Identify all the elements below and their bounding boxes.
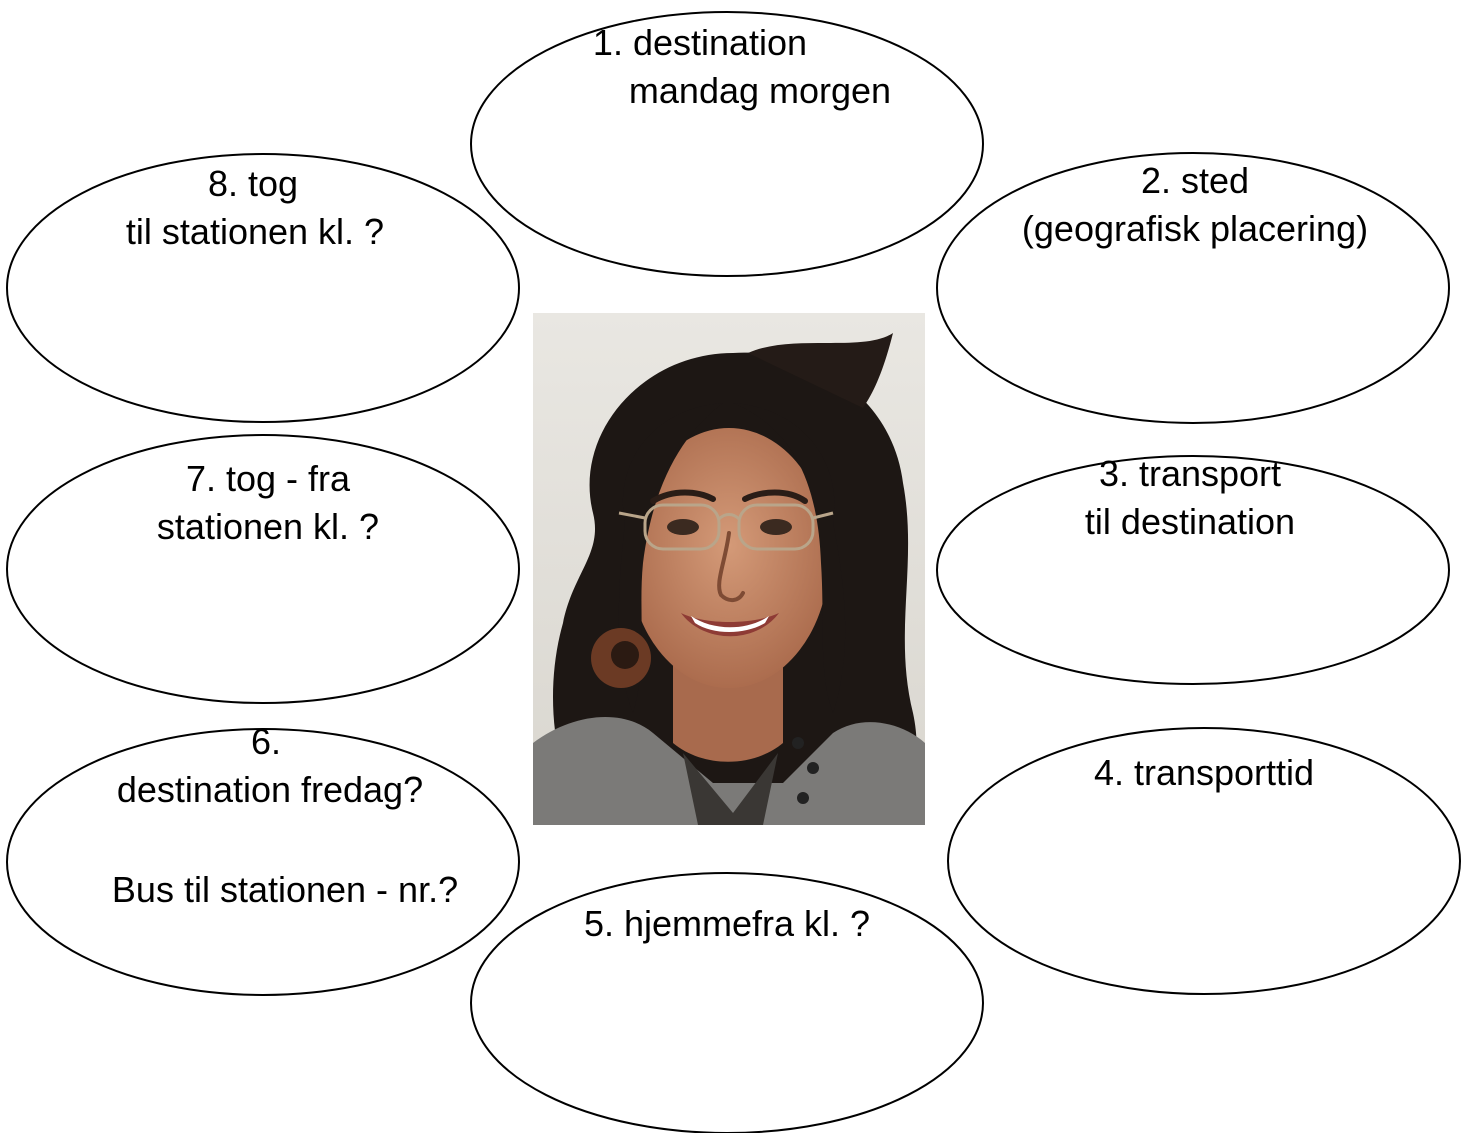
bubble-7-line-1: 7. tog - fra: [185, 458, 351, 499]
bubble-7-ellipse: [6, 434, 520, 704]
bubble-6-label: 6. destination fredag? Bus til stationen…: [60, 718, 480, 914]
bubble-6-ellipse: [6, 728, 520, 996]
bubble-6-line-1: 6.: [250, 721, 282, 762]
bubble-5-line-1: 5. hjemmefra kl. ?: [583, 903, 871, 944]
bubble-8-line-2: til stationen kl. ?: [125, 211, 385, 252]
bubble-3-label: 3. transport til destination: [1040, 450, 1340, 546]
bubble-5-ellipse: [470, 872, 984, 1133]
bubble-2-label: 2. sted (geografisk placering): [990, 157, 1400, 253]
bubble-1-line-1: 1. destination: [592, 22, 808, 63]
bubble-4-ellipse: [947, 727, 1461, 995]
bubble-3-line-1: 3. transport: [1098, 453, 1282, 494]
bubble-1-ellipse: [470, 11, 984, 277]
bubble-4-line-1: 4. transporttid: [1093, 752, 1315, 793]
bubble-5-label: 5. hjemmefra kl. ?: [567, 900, 887, 948]
bubble-2-ellipse: [936, 152, 1450, 424]
bubble-1-label: 1. destination mandag morgen: [560, 19, 900, 115]
bubble-8-line-1: 8. tog: [207, 163, 299, 204]
bubble-8-ellipse: [6, 153, 520, 423]
bubble-7-line-2: stationen kl. ?: [156, 506, 380, 547]
bubble-2-line-2: (geografisk placering): [1021, 208, 1369, 249]
bubble-1-line-2: mandag morgen: [628, 70, 892, 111]
portrait-photo: [533, 313, 925, 825]
bubble-6-line-2: destination fredag?: [116, 769, 424, 810]
bubble-6-line-3: [60, 814, 480, 866]
bubble-3-ellipse: [936, 455, 1450, 685]
bubble-6-line-4: Bus til stationen - nr.?: [111, 869, 459, 910]
bubble-8-label: 8. tog til stationen kl. ?: [95, 160, 415, 256]
bubble-2-line-1: 2. sted: [1140, 160, 1250, 201]
bubble-4-label: 4. transporttid: [1054, 749, 1354, 797]
bubble-7-label: 7. tog - fra stationen kl. ?: [118, 455, 418, 551]
bubble-3-line-2: til destination: [1084, 501, 1296, 542]
